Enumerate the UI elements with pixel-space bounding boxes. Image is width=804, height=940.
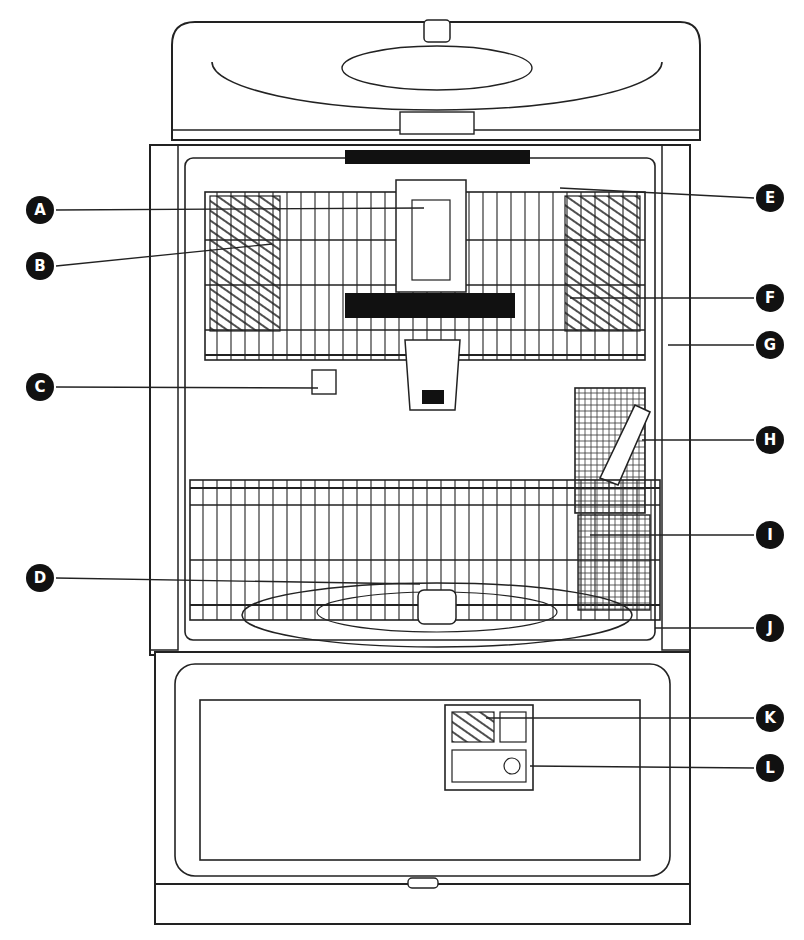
rack-handle [345, 293, 515, 318]
callout-circle [26, 196, 54, 224]
tub-frame [150, 145, 690, 655]
callout-letter: B [34, 259, 45, 274]
callout-badge: G [756, 331, 784, 359]
cover-dome [212, 62, 662, 110]
callout-badge: B [26, 252, 54, 280]
filter [418, 590, 456, 624]
callout-letter: G [764, 338, 776, 353]
upper-rack-tines [210, 196, 280, 331]
callout-letter: L [765, 761, 775, 776]
callout-badge: H [756, 426, 784, 454]
lower-spray-arm [242, 583, 632, 647]
door [155, 652, 690, 884]
callout-circle [756, 284, 784, 312]
rack-adjuster [312, 370, 336, 394]
callout-circle [26, 252, 54, 280]
callout-circle [756, 331, 784, 359]
callout-circle [26, 564, 54, 592]
center-water-tube [396, 180, 466, 292]
callout-circle [26, 373, 54, 401]
callout-circle [756, 521, 784, 549]
callout-badge: C [26, 373, 54, 401]
callout-badge: E [756, 184, 784, 212]
door-panel [200, 700, 640, 860]
basket-handle [600, 405, 650, 485]
upper-spray-bar [345, 150, 530, 164]
callout-letter: F [765, 291, 775, 306]
rinse-aid-dispenser [452, 750, 526, 782]
lower-basket [578, 515, 650, 610]
callout-letter: H [764, 433, 777, 448]
left-side-pillar [150, 145, 178, 650]
callout-badge: I [756, 521, 784, 549]
callout-circle [756, 704, 784, 732]
callout-badge: F [756, 284, 784, 312]
callout-letter: C [34, 380, 45, 395]
callout-letter: K [764, 711, 776, 726]
callout-badge: L [756, 754, 784, 782]
callout-circle [756, 754, 784, 782]
callout-letter: E [765, 191, 775, 206]
callout-circle [756, 184, 784, 212]
right-side-pillar [662, 145, 690, 650]
door-liner [175, 664, 670, 876]
top-bracket [400, 112, 474, 134]
callout-badge: K [756, 704, 784, 732]
callout-letter: A [34, 203, 46, 218]
callout-letter: J [767, 621, 773, 636]
callout-letter: I [767, 528, 773, 543]
callout-badge: J [756, 614, 784, 642]
callout-letter: D [34, 571, 46, 586]
callout-circle [756, 426, 784, 454]
cover-inner-dome [342, 46, 532, 90]
top-fitting [424, 20, 450, 42]
leader-lines [56, 188, 754, 768]
base [155, 884, 690, 924]
callout-circle [756, 614, 784, 642]
callout-badge: D [26, 564, 54, 592]
callout-badge: A [26, 196, 54, 224]
upper-rack-tines [565, 196, 640, 331]
middle-spray-arm [405, 340, 460, 410]
